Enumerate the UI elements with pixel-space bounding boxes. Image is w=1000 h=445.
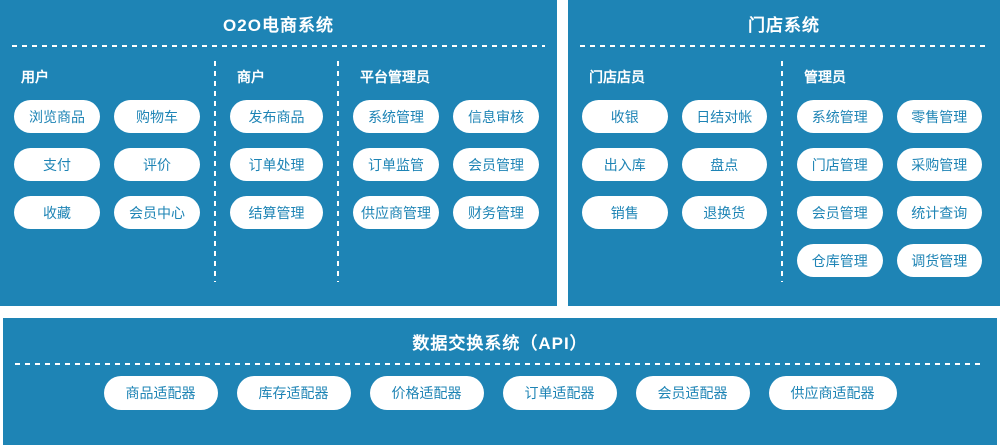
- module-pill: 订单处理: [230, 148, 323, 181]
- panel-title-o2o: O2O电商系统: [223, 16, 334, 35]
- pill-grid: 系统管理零售管理门店管理采购管理会员管理统计查询仓库管理调货管理: [797, 100, 982, 277]
- module-pill: 采购管理: [896, 148, 982, 181]
- group-platform-admin: 平台管理员系统管理信息审核订单监管会员管理供应商管理财务管理: [339, 59, 553, 292]
- adapter-pill: 价格适配器: [369, 376, 484, 410]
- store-groups: 门店店员收银日结对帐出入库盘点销售退换货管理员系统管理零售管理门店管理采购管理会…: [568, 47, 1000, 306]
- module-pill: 系统管理: [353, 100, 439, 133]
- module-pill: 评价: [114, 148, 200, 181]
- group-store-admin: 管理员系统管理零售管理门店管理采购管理会员管理统计查询仓库管理调货管理: [783, 59, 996, 292]
- module-pill: 门店管理: [797, 148, 883, 181]
- group-separator: [337, 61, 339, 282]
- module-pill: 零售管理: [896, 100, 982, 133]
- group-label: 门店店员: [589, 69, 645, 85]
- module-pill: 仓库管理: [797, 244, 883, 277]
- group-user: 用户浏览商品购物车支付评价收藏会员中心: [0, 59, 214, 292]
- group-merchant: 商户发布商品订单处理结算管理: [216, 59, 337, 292]
- module-pill: 会员管理: [797, 196, 883, 229]
- group-store-clerk: 门店店员收银日结对帐出入库盘点销售退换货: [568, 59, 781, 292]
- title-divider: [15, 363, 985, 365]
- title-divider: [12, 45, 545, 47]
- module-pill: 购物车: [114, 100, 200, 133]
- group-separator: [214, 61, 216, 282]
- module-pill: 退换货: [681, 196, 767, 229]
- module-pill: 浏览商品: [14, 100, 100, 133]
- pill-grid: 收银日结对帐出入库盘点销售退换货: [582, 100, 767, 229]
- module-pill: 财务管理: [453, 196, 539, 229]
- pill-grid: 浏览商品购物车支付评价收藏会员中心: [14, 100, 200, 229]
- adapter-pill: 会员适配器: [635, 376, 750, 410]
- group-label: 管理员: [804, 69, 846, 85]
- group-label: 用户: [21, 69, 49, 85]
- module-pill: 统计查询: [896, 196, 982, 229]
- top-panels-row: O2O电商系统 用户浏览商品购物车支付评价收藏会员中心商户发布商品订单处理结算管…: [0, 0, 1000, 306]
- adapter-pill: 订单适配器: [502, 376, 617, 410]
- module-pill: 结算管理: [230, 196, 323, 229]
- adapter-pill: 供应商适配器: [768, 376, 897, 410]
- module-pill: 调货管理: [896, 244, 982, 277]
- group-separator: [781, 61, 783, 282]
- module-pill: 系统管理: [797, 100, 883, 133]
- module-pill: 收藏: [14, 196, 100, 229]
- module-pill: 支付: [14, 148, 100, 181]
- module-pill: 会员中心: [114, 196, 200, 229]
- pill-grid: 发布商品订单处理结算管理: [230, 100, 323, 229]
- module-pill: 信息审核: [453, 100, 539, 133]
- module-pill: 收银: [582, 100, 668, 133]
- panel-title-store: 门店系统: [748, 16, 820, 35]
- pill-grid: 系统管理信息审核订单监管会员管理供应商管理财务管理: [353, 100, 539, 229]
- o2o-groups: 用户浏览商品购物车支付评价收藏会员中心商户发布商品订单处理结算管理平台管理员系统…: [0, 47, 557, 306]
- adapter-pill: 商品适配器: [103, 376, 218, 410]
- group-label: 商户: [237, 69, 265, 85]
- module-pill: 销售: [582, 196, 668, 229]
- panel-title-api: 数据交换系统（API）: [412, 334, 588, 353]
- group-label: 平台管理员: [360, 69, 430, 85]
- adapter-pill: 库存适配器: [236, 376, 351, 410]
- api-adapters-row: 商品适配器库存适配器价格适配器订单适配器会员适配器供应商适配器: [3, 365, 997, 410]
- module-pill: 出入库: [582, 148, 668, 181]
- panel-api-system: 数据交换系统（API） 商品适配器库存适配器价格适配器订单适配器会员适配器供应商…: [3, 318, 997, 445]
- module-pill: 日结对帐: [681, 100, 767, 133]
- module-pill: 发布商品: [230, 100, 323, 133]
- title-divider: [580, 45, 988, 47]
- module-pill: 盘点: [681, 148, 767, 181]
- panel-store-system: 门店系统 门店店员收银日结对帐出入库盘点销售退换货管理员系统管理零售管理门店管理…: [568, 0, 1000, 306]
- module-pill: 会员管理: [453, 148, 539, 181]
- panel-o2o-system: O2O电商系统 用户浏览商品购物车支付评价收藏会员中心商户发布商品订单处理结算管…: [0, 0, 557, 306]
- module-pill: 订单监管: [353, 148, 439, 181]
- module-pill: 供应商管理: [353, 196, 439, 229]
